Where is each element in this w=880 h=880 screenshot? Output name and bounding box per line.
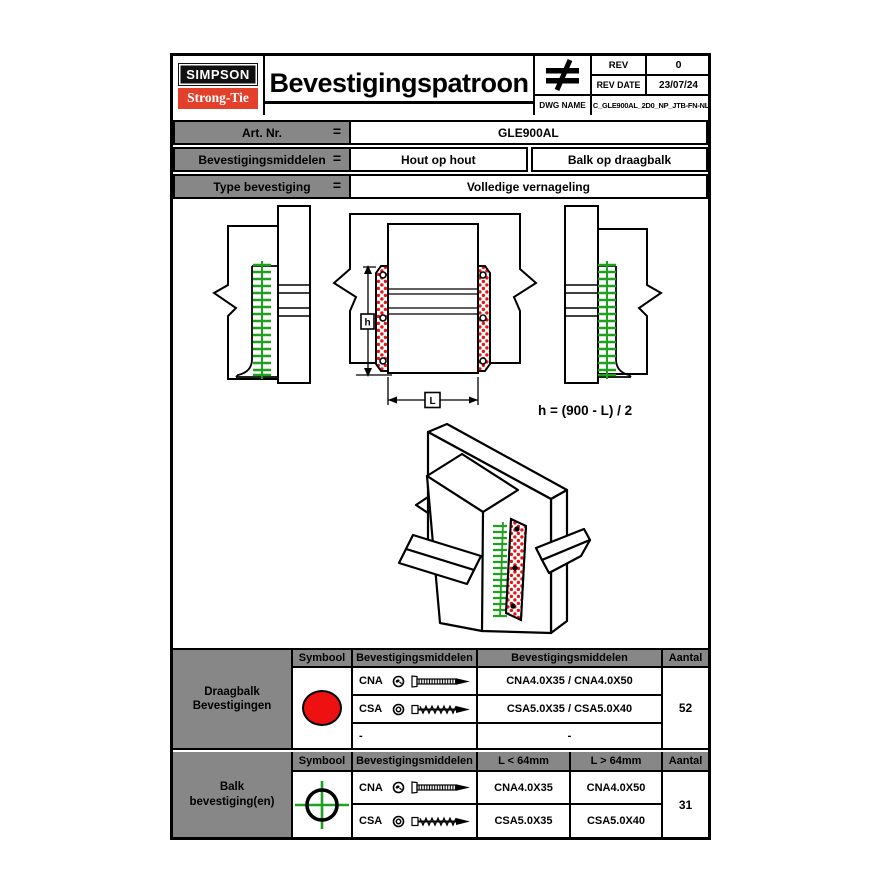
equals-sign: =: [332, 177, 341, 193]
nail-icon: [411, 781, 470, 794]
title-block: SIMPSON Strong-Tie Bevestigingspatroon R…: [173, 56, 710, 115]
table2-fastener-cna: CNA: [353, 772, 478, 805]
fastener-code: CNA: [359, 781, 383, 794]
table2-fastener-csa: CSA: [353, 805, 478, 837]
table2-col-aantal: Aantal: [663, 752, 708, 772]
dwg-name-label: DWG NAME: [535, 96, 592, 115]
screw-icon: [411, 704, 470, 715]
logo: SIMPSON Strong-Tie: [173, 56, 265, 115]
height-formula: h = (900 - L) / 2: [538, 403, 632, 418]
nail-plate-left: [375, 265, 391, 372]
info-label: Art. Nr. =: [173, 120, 351, 145]
info-value: Hout op hout: [348, 147, 528, 172]
logo-simpson: SIMPSON: [178, 62, 258, 86]
table1-row-header: Draagbalk Bevestigingen: [173, 648, 293, 750]
info-row-type: Type bevestiging = Volledige vernageling: [173, 174, 708, 199]
info-label-text: Type bevestiging: [213, 179, 311, 194]
row-header-line: Draagbalk: [204, 685, 260, 698]
drawing-area: h L: [173, 199, 708, 648]
table2-row-header: Balk bevestiging(en): [173, 752, 293, 837]
table2-col-middelen: Bevestigingsmiddelen: [353, 752, 478, 772]
table1-spec-cna: CNA4.0X35 / CNA4.0X50: [478, 668, 663, 696]
info-row-artnr: Art. Nr. = GLE900AL: [173, 120, 708, 145]
info-rows: Art. Nr. = GLE900AL Bevestigingsmiddelen…: [173, 115, 708, 199]
beam-break-wedge: [540, 538, 592, 575]
joist-break-wedge: [397, 547, 476, 586]
table1-col-aantal: Aantal: [663, 648, 708, 668]
info-label: Bevestigingsmiddelen =: [173, 147, 351, 172]
dim-l-label: L: [429, 396, 435, 407]
screw-icon: [411, 816, 470, 827]
info-value: Volledige vernageling: [348, 174, 708, 199]
info-label-text: Bevestigingsmiddelen: [198, 152, 326, 167]
table1-col-middelen: Bevestigingsmiddelen: [353, 648, 478, 668]
fastener-code: CSA: [359, 815, 383, 827]
info-value: Balk op draagbalk: [531, 147, 708, 172]
table1-symbol-cell: [293, 668, 353, 750]
fastener-code: CSA: [359, 703, 383, 715]
nail-head-icon: [392, 675, 405, 687]
table2-csa-lsmall: CSA5.0X35: [478, 805, 571, 837]
logo-strongtie: Strong-Tie: [178, 87, 258, 109]
nail-plate-right: [475, 265, 491, 372]
rev-date-label: REV DATE: [592, 76, 647, 96]
crosshair-symbol: [295, 780, 349, 829]
table2-col-symbool: Symbool: [293, 752, 353, 772]
rev-label: REV: [592, 56, 647, 76]
isometric-view: [397, 422, 592, 635]
table2-csa-llarge: CSA5.0X40: [571, 805, 663, 837]
red-circle-symbol: [302, 690, 342, 726]
rev-date-value: 23/07/24: [647, 76, 710, 96]
technical-drawing: h L: [212, 205, 663, 635]
info-label-text: Art. Nr.: [241, 125, 282, 140]
info-label: Type bevestiging =: [173, 174, 351, 199]
screw-head-icon: [392, 815, 405, 827]
iso-screw-column: [493, 521, 507, 618]
screw-column-left: [253, 261, 271, 379]
info-row-middelen: Bevestigingsmiddelen = Hout op hout Balk…: [173, 147, 708, 172]
nail-icon: [411, 674, 470, 688]
joist-spur: [414, 495, 430, 515]
sheet-title-text: Bevestigingspatroon: [265, 68, 533, 104]
screw-column-right: [598, 261, 616, 379]
table2-col-lsmall: L < 64mm: [478, 752, 571, 772]
sheet-title: Bevestigingspatroon: [265, 56, 533, 115]
table2-cna-lsmall: CNA4.0X35: [478, 772, 571, 805]
not-equal-icon-svg: [545, 59, 579, 91]
table-balk: Balk bevestiging(en) Symbool Bevestiging…: [173, 752, 708, 837]
table1-fastener-cna: CNA: [353, 668, 478, 696]
equals-sign: =: [332, 123, 341, 139]
table1-aantal-value: 52: [663, 668, 708, 750]
fastener-code: CNA: [359, 675, 383, 687]
table2-col-llarge: L > 64mm: [571, 752, 663, 772]
table1-col-symbool: Symbool: [293, 648, 353, 668]
dimension-h: h: [356, 265, 392, 377]
table-draagbalk: Draagbalk Bevestigingen Symbool Bevestig…: [173, 648, 708, 752]
front-view: [332, 213, 538, 374]
dim-h-label: h: [364, 318, 370, 329]
table1-fastener-csa: CSA: [353, 696, 478, 724]
table2-aantal-value: 31: [663, 772, 708, 837]
table1-col-middelen2: Bevestigingsmiddelen: [478, 648, 663, 668]
table2-cna-llarge: CNA4.0X50: [571, 772, 663, 805]
dimension-l: L: [387, 377, 479, 409]
table2-symbol-cell: [293, 772, 353, 837]
revision-block: REV 0 REV DATE 23/07/24 DWG NAME C_GLE90…: [533, 56, 710, 115]
rev-value: 0: [647, 56, 710, 76]
info-value: GLE900AL: [348, 120, 708, 145]
not-equal-icon: [535, 56, 592, 96]
row-header-line: bevestiging(en): [189, 795, 275, 808]
dwg-name-value: C_GLE900AL_2D0_NP_JTB-FN-NL: [592, 101, 710, 110]
row-header-line: Balk: [219, 781, 245, 794]
equals-sign: =: [332, 150, 341, 166]
nail-head-icon: [392, 781, 405, 794]
table1-spec-empty: -: [478, 724, 663, 750]
table1-fastener-empty: -: [353, 724, 478, 750]
table1-spec-csa: CSA5.0X35 / CSA5.0X40: [478, 696, 663, 724]
sheet-frame: SIMPSON Strong-Tie Bevestigingspatroon R…: [170, 53, 711, 840]
screw-head-icon: [392, 703, 405, 715]
row-header-line: Bevestigingen: [192, 700, 272, 712]
iso-nail-plate: [504, 517, 528, 622]
